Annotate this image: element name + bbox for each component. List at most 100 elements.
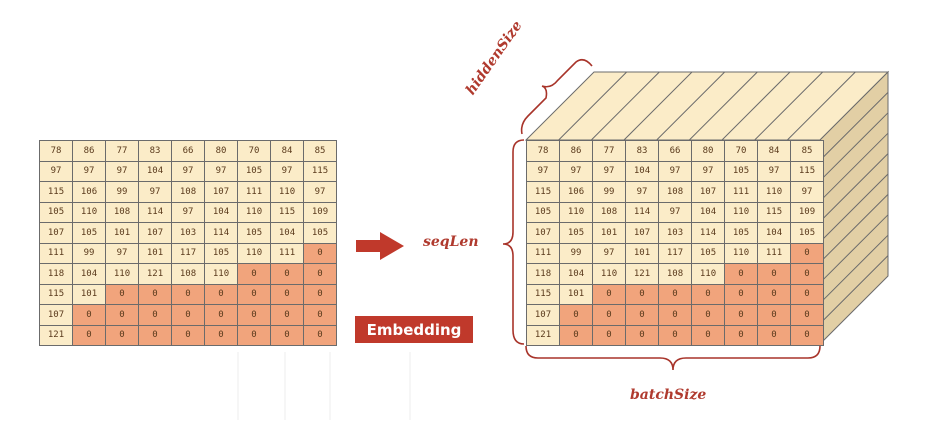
token-cell: 110 bbox=[757, 181, 791, 203]
token-cell: 97 bbox=[204, 160, 238, 182]
padding-cell: 0 bbox=[105, 324, 139, 346]
padding-cell: 0 bbox=[658, 283, 692, 305]
token-cell: 101 bbox=[138, 242, 172, 264]
token-cell: 106 bbox=[72, 181, 106, 203]
padding-cell: 0 bbox=[270, 304, 304, 326]
padding-cell: 0 bbox=[105, 283, 139, 305]
padding-cell: 0 bbox=[724, 324, 758, 346]
token-cell: 101 bbox=[559, 283, 593, 305]
cube-top-line bbox=[688, 71, 758, 141]
token-cell: 107 bbox=[138, 222, 172, 244]
token-cell: 70 bbox=[237, 140, 271, 162]
padding-cell: 0 bbox=[303, 283, 337, 305]
padding-cell: 0 bbox=[625, 304, 659, 326]
token-cell: 108 bbox=[592, 201, 626, 223]
token-cell: 97 bbox=[757, 160, 791, 182]
token-cell: 107 bbox=[204, 181, 238, 203]
cube-side-line bbox=[819, 153, 889, 222]
padding-cell: 0 bbox=[790, 263, 824, 285]
token-cell: 86 bbox=[72, 140, 106, 162]
token-cell: 109 bbox=[303, 201, 337, 223]
padding-cell: 0 bbox=[790, 324, 824, 346]
padding-cell: 0 bbox=[270, 283, 304, 305]
token-cell: 101 bbox=[625, 242, 659, 264]
token-cell: 114 bbox=[625, 201, 659, 223]
token-cell: 66 bbox=[171, 140, 205, 162]
token-cell: 108 bbox=[658, 263, 692, 285]
token-cell: 110 bbox=[237, 242, 271, 264]
padding-cell: 0 bbox=[658, 304, 692, 326]
padding-cell: 0 bbox=[790, 242, 824, 264]
token-cell: 110 bbox=[237, 201, 271, 223]
padding-cell: 0 bbox=[658, 324, 692, 346]
token-cell: 117 bbox=[658, 242, 692, 264]
token-cell: 77 bbox=[105, 140, 139, 162]
seqlen-label: seqLen bbox=[423, 234, 479, 250]
token-cell: 97 bbox=[790, 181, 824, 203]
token-cell: 115 bbox=[39, 181, 73, 203]
token-cell: 99 bbox=[559, 242, 593, 264]
token-cell: 121 bbox=[39, 324, 73, 346]
token-cell: 77 bbox=[592, 140, 626, 162]
padding-cell: 0 bbox=[204, 283, 238, 305]
token-cell: 97 bbox=[105, 242, 139, 264]
padding-cell: 0 bbox=[171, 324, 205, 346]
token-cell: 104 bbox=[691, 201, 725, 223]
token-cell: 110 bbox=[691, 263, 725, 285]
token-cell: 97 bbox=[691, 160, 725, 182]
padding-cell: 0 bbox=[237, 263, 271, 285]
token-cell: 97 bbox=[270, 160, 304, 182]
token-cell: 111 bbox=[526, 242, 560, 264]
token-cell: 111 bbox=[237, 181, 271, 203]
token-cell: 97 bbox=[526, 160, 560, 182]
token-cell: 110 bbox=[724, 242, 758, 264]
token-cell: 107 bbox=[39, 304, 73, 326]
padding-cell: 0 bbox=[724, 304, 758, 326]
cube-top-line bbox=[558, 71, 628, 141]
cube-depth-lines bbox=[558, 71, 889, 324]
token-cell: 108 bbox=[105, 201, 139, 223]
token-cell: 105 bbox=[559, 222, 593, 244]
token-cell: 110 bbox=[724, 201, 758, 223]
token-cell: 115 bbox=[757, 201, 791, 223]
padding-cell: 0 bbox=[691, 283, 725, 305]
token-cell: 118 bbox=[39, 263, 73, 285]
token-cell: 109 bbox=[790, 201, 824, 223]
token-cell: 97 bbox=[72, 160, 106, 182]
padding-cell: 0 bbox=[592, 324, 626, 346]
padding-cell: 0 bbox=[270, 263, 304, 285]
cube-side-line bbox=[819, 234, 889, 304]
token-cell: 85 bbox=[303, 140, 337, 162]
token-cell: 78 bbox=[526, 140, 560, 162]
padding-cell: 0 bbox=[237, 304, 271, 326]
token-cell: 105 bbox=[790, 222, 824, 244]
token-cell: 111 bbox=[757, 242, 791, 264]
token-cell: 105 bbox=[237, 222, 271, 244]
token-cell: 80 bbox=[204, 140, 238, 162]
token-cell: 104 bbox=[72, 263, 106, 285]
cube-top-line bbox=[590, 71, 660, 141]
padding-cell: 0 bbox=[559, 324, 593, 346]
cube-side-line bbox=[819, 214, 889, 284]
token-cell: 105 bbox=[691, 242, 725, 264]
padding-cell: 0 bbox=[757, 263, 791, 285]
token-cell: 105 bbox=[204, 242, 238, 264]
cube-top-line bbox=[786, 71, 856, 141]
token-cell: 99 bbox=[72, 242, 106, 264]
cube-top-line bbox=[754, 71, 824, 141]
token-cell: 107 bbox=[526, 222, 560, 244]
